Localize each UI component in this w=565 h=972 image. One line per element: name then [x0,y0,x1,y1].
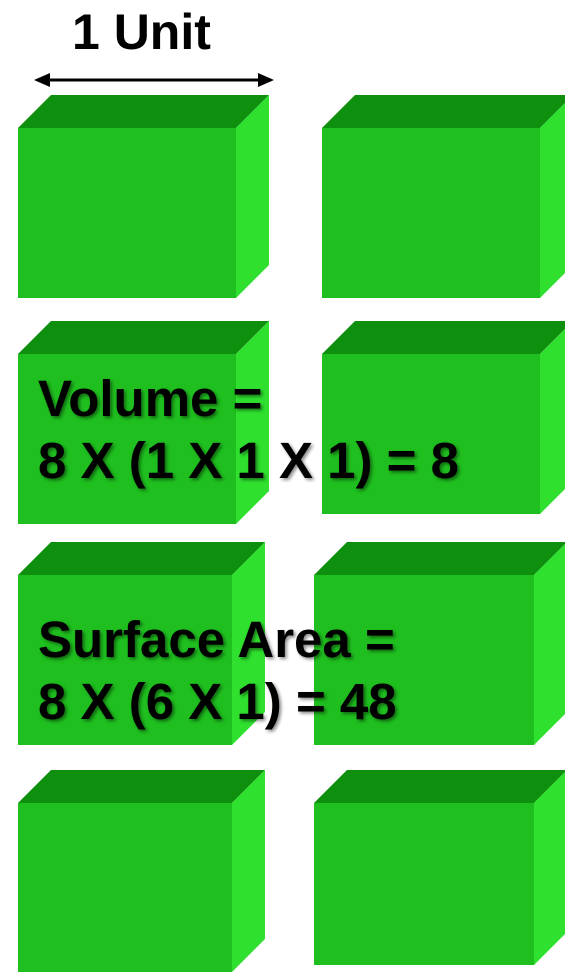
cube-front-face [18,803,232,972]
unit-cube [18,321,269,524]
cube-side-face [534,772,565,965]
volume-calculation: 8 X (1 X 1 X 1) = 8 [38,432,459,489]
cube-front-face [314,803,534,965]
unit-cube [18,770,265,972]
unit-cube [322,95,565,298]
cube-top-face [18,95,269,128]
cube-front-face [314,575,534,745]
cube-side-face [232,542,265,745]
cube-side-face [540,103,565,298]
cube-top-face [18,542,265,575]
cube-side-face [540,329,565,514]
cube-side-face [232,770,265,972]
cube-top-face [18,321,269,354]
volume-formula: Volume = 8 X (1 X 1 X 1) = 8 [38,368,459,492]
cube-front-face [18,575,232,745]
surface-area-formula: Surface Area = 8 X (6 X 1) = 48 [38,609,397,733]
cube-side-face [534,544,565,745]
surface-area-label: Surface Area = [38,611,395,668]
cube-front-face [322,354,540,514]
surface-area-calculation: 8 X (6 X 1) = 48 [38,673,397,730]
cube-side-face [236,321,269,524]
unit-width-arrow [34,73,274,87]
unit-cube [18,95,269,298]
unit-cube [18,542,265,745]
unit-cube [314,542,565,745]
unit-cube [314,770,565,965]
cube-front-face [18,354,236,524]
unit-cube [322,321,565,514]
cube-top-face [314,770,565,803]
cube-front-face [322,128,540,298]
volume-label: Volume = [38,370,263,427]
cube-top-face [314,542,565,575]
cube-front-face [18,128,236,298]
cube-top-face [18,770,265,803]
cube-top-face [322,321,565,354]
unit-label: 1 Unit [72,4,211,60]
cube-top-face [322,95,565,128]
cube-side-face [236,95,269,298]
